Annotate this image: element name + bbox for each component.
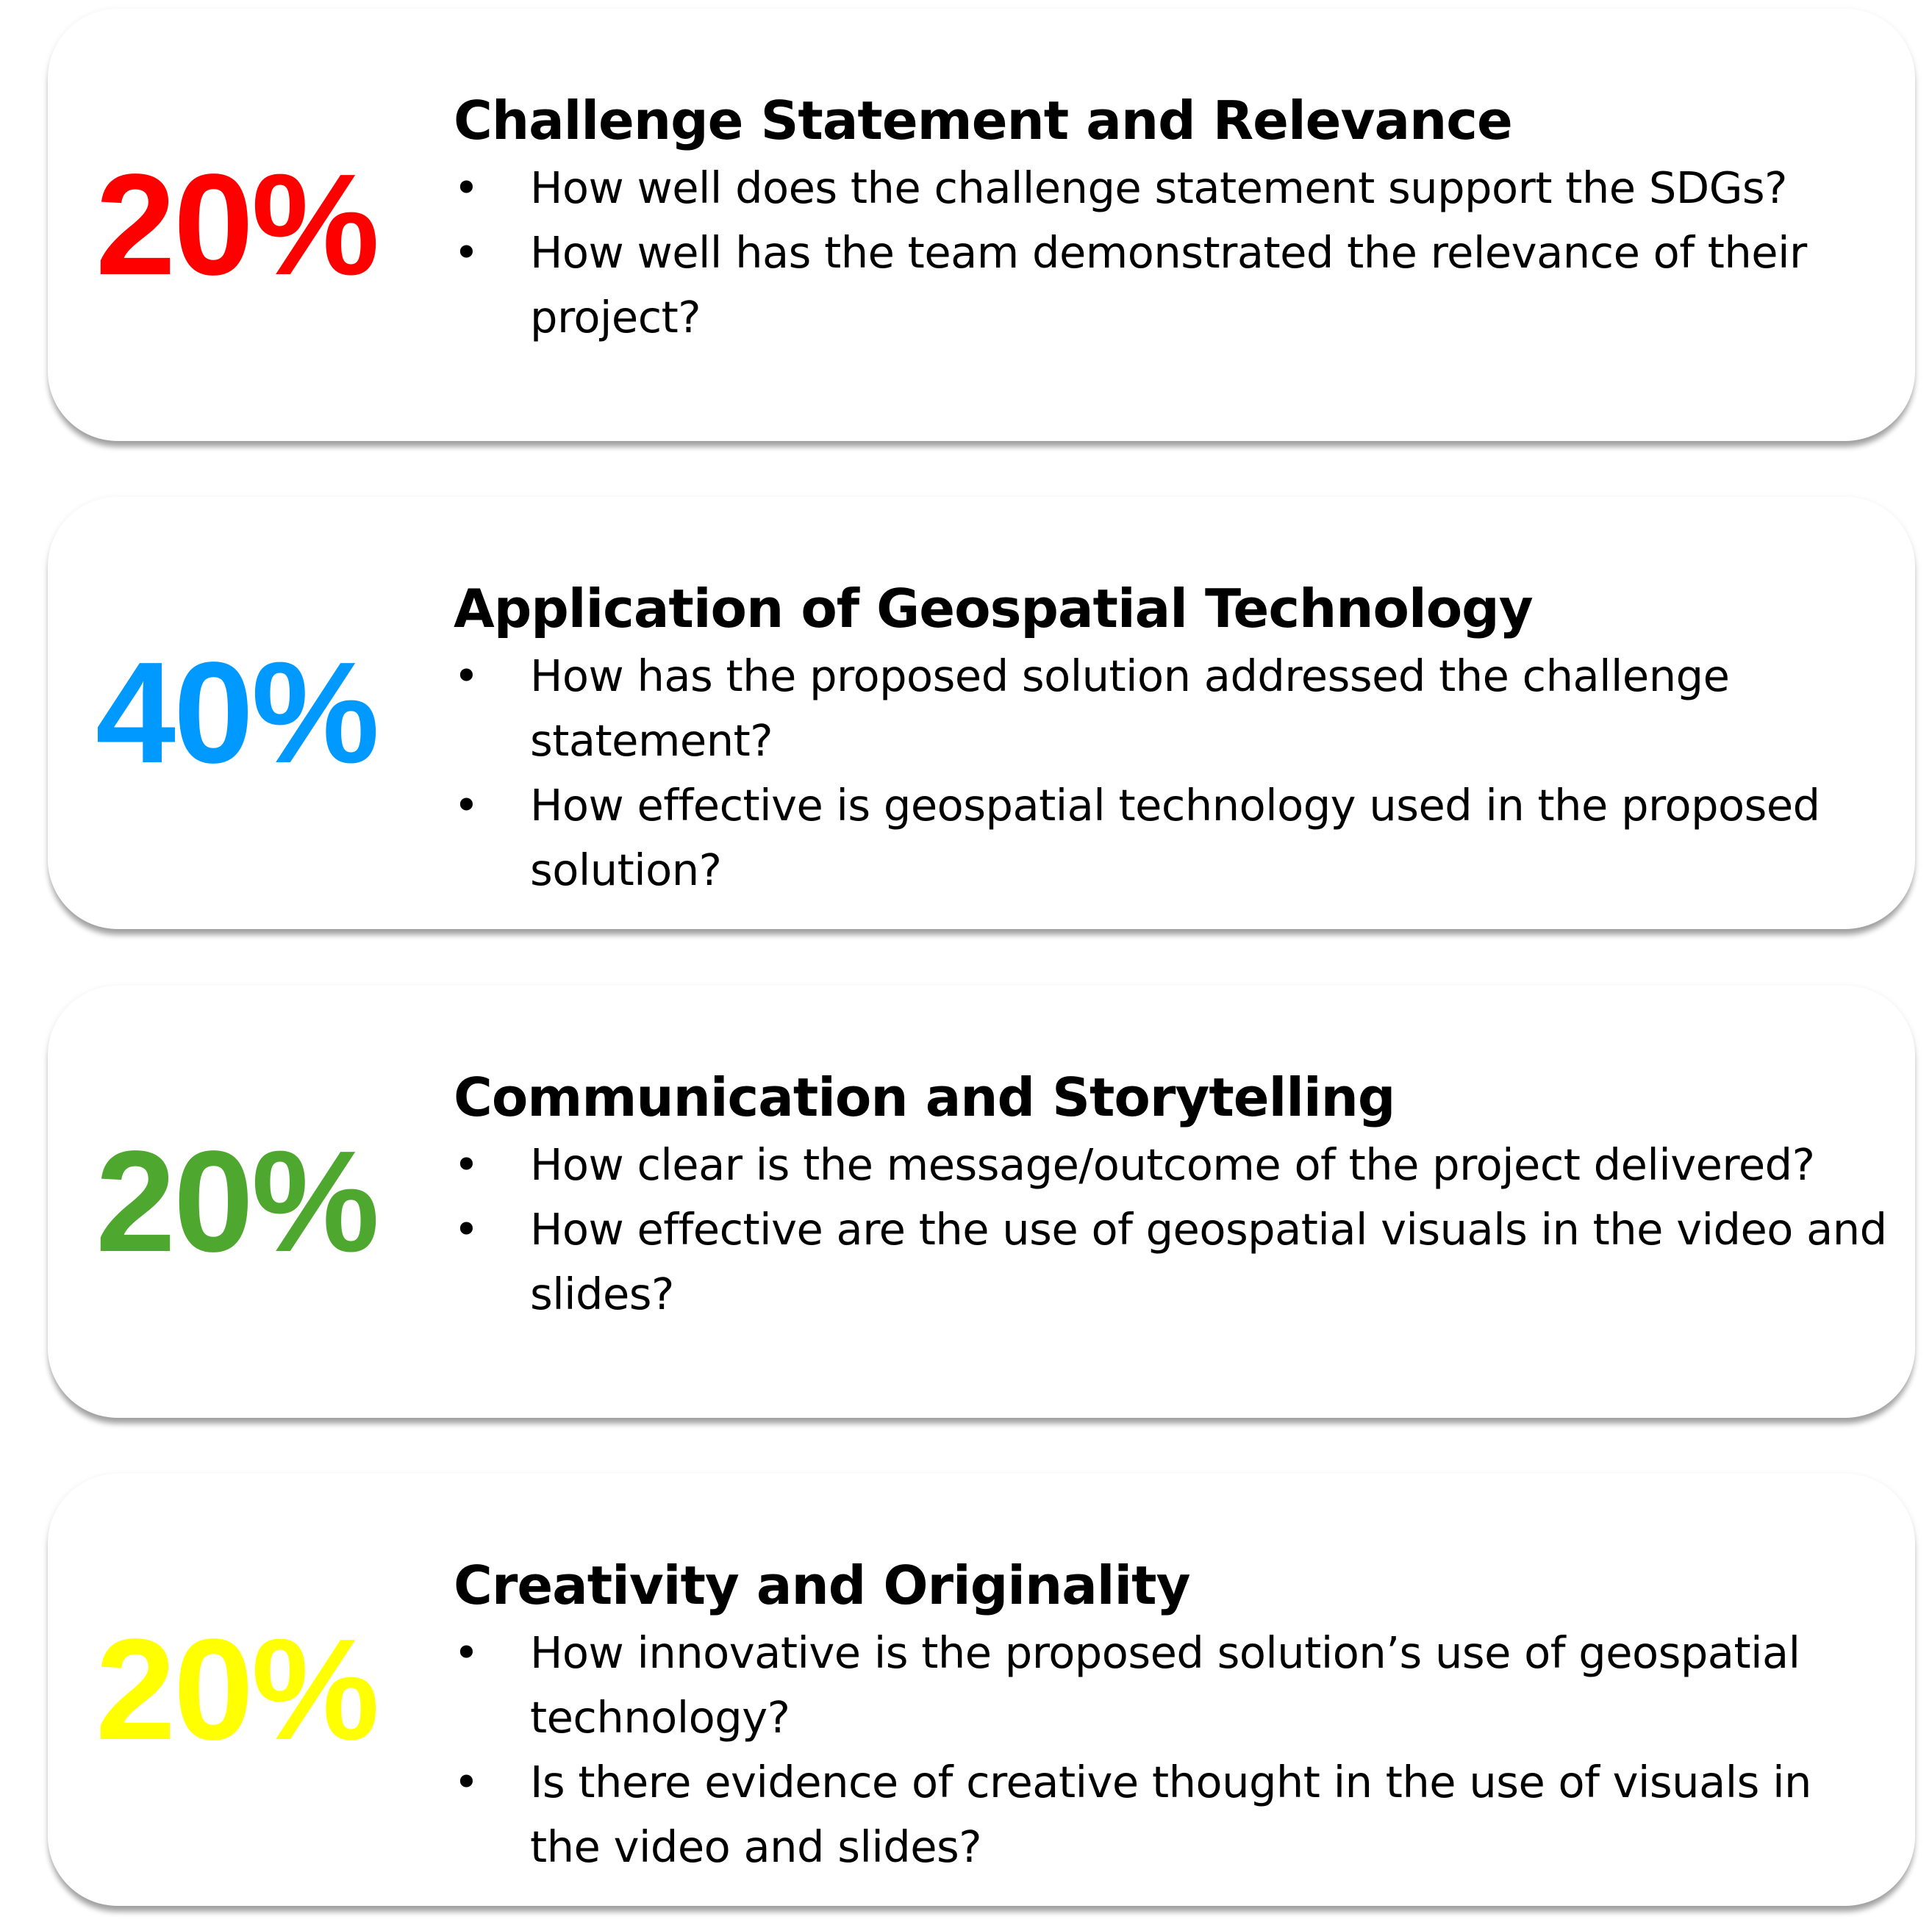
criteria-questions: • How has the proposed solution addressed… — [454, 644, 1893, 903]
card-content: Creativity and Originality • How innovati… — [454, 1553, 1893, 1879]
card-content: Application of Geospatial Technology • Ho… — [454, 576, 1893, 903]
question-text: How effective is geospatial technology u… — [530, 780, 1820, 895]
bullet-icon: • — [454, 780, 479, 831]
weight-percent: 40% — [96, 632, 379, 793]
list-item: • How well does the challenge statement s… — [454, 156, 1893, 221]
card-content: Communication and Storytelling • How clea… — [454, 1065, 1893, 1327]
bullet-icon: • — [454, 1757, 479, 1807]
criteria-title: Application of Geospatial Technology — [454, 578, 1534, 639]
criteria-questions: • How well does the challenge statement s… — [454, 156, 1893, 350]
weight-percent: 20% — [96, 1121, 379, 1282]
criteria-title: Creativity and Originality — [454, 1555, 1191, 1616]
list-item: • How well has the team demonstrated the … — [454, 221, 1893, 350]
question-text: How well does the challenge statement su… — [530, 162, 1787, 213]
question-text: Is there evidence of creative thought in… — [530, 1757, 1811, 1872]
criteria-card-geospatial: 40% Application of Geospatial Technology… — [48, 497, 1915, 929]
bullet-icon: • — [454, 1204, 479, 1255]
question-text: How well has the team demonstrated the r… — [530, 227, 1807, 343]
bullet-icon: • — [454, 227, 479, 278]
criteria-questions: • How clear is the message/outcome of the… — [454, 1133, 1893, 1327]
question-text: How effective are the use of geospatial … — [530, 1204, 1887, 1319]
criteria-card-creativity: 20% Creativity and Originality • How inno… — [48, 1474, 1915, 1906]
weight-percent: 20% — [96, 1609, 379, 1770]
list-item: • How has the proposed solution addressed… — [454, 644, 1893, 773]
bullet-icon: • — [454, 1139, 479, 1190]
list-item: • How innovative is the proposed solution… — [454, 1621, 1893, 1750]
list-item: • How effective is geospatial technology … — [454, 773, 1893, 903]
criteria-card-challenge: 20% Challenge Statement and Relevance • H… — [48, 9, 1915, 441]
list-item: • How effective are the use of geospatial… — [454, 1197, 1893, 1327]
bullet-icon: • — [454, 1627, 479, 1678]
weight-percent: 20% — [96, 144, 379, 305]
criteria-card-communication: 20% Communication and Storytelling • How … — [48, 986, 1915, 1418]
question-text: How innovative is the proposed solution’… — [530, 1627, 1800, 1743]
criteria-title: Communication and Storytelling — [454, 1067, 1395, 1128]
card-content: Challenge Statement and Relevance • How w… — [454, 88, 1893, 350]
bullet-icon: • — [454, 650, 479, 701]
criteria-questions: • How innovative is the proposed solution… — [454, 1621, 1893, 1879]
question-text: How has the proposed solution addressed … — [530, 650, 1730, 766]
bullet-icon: • — [454, 162, 479, 213]
question-text: How clear is the message/outcome of the … — [530, 1139, 1815, 1190]
criteria-title: Challenge Statement and Relevance — [454, 90, 1513, 151]
list-item: • Is there evidence of creative thought i… — [454, 1750, 1893, 1879]
list-item: • How clear is the message/outcome of the… — [454, 1133, 1893, 1197]
